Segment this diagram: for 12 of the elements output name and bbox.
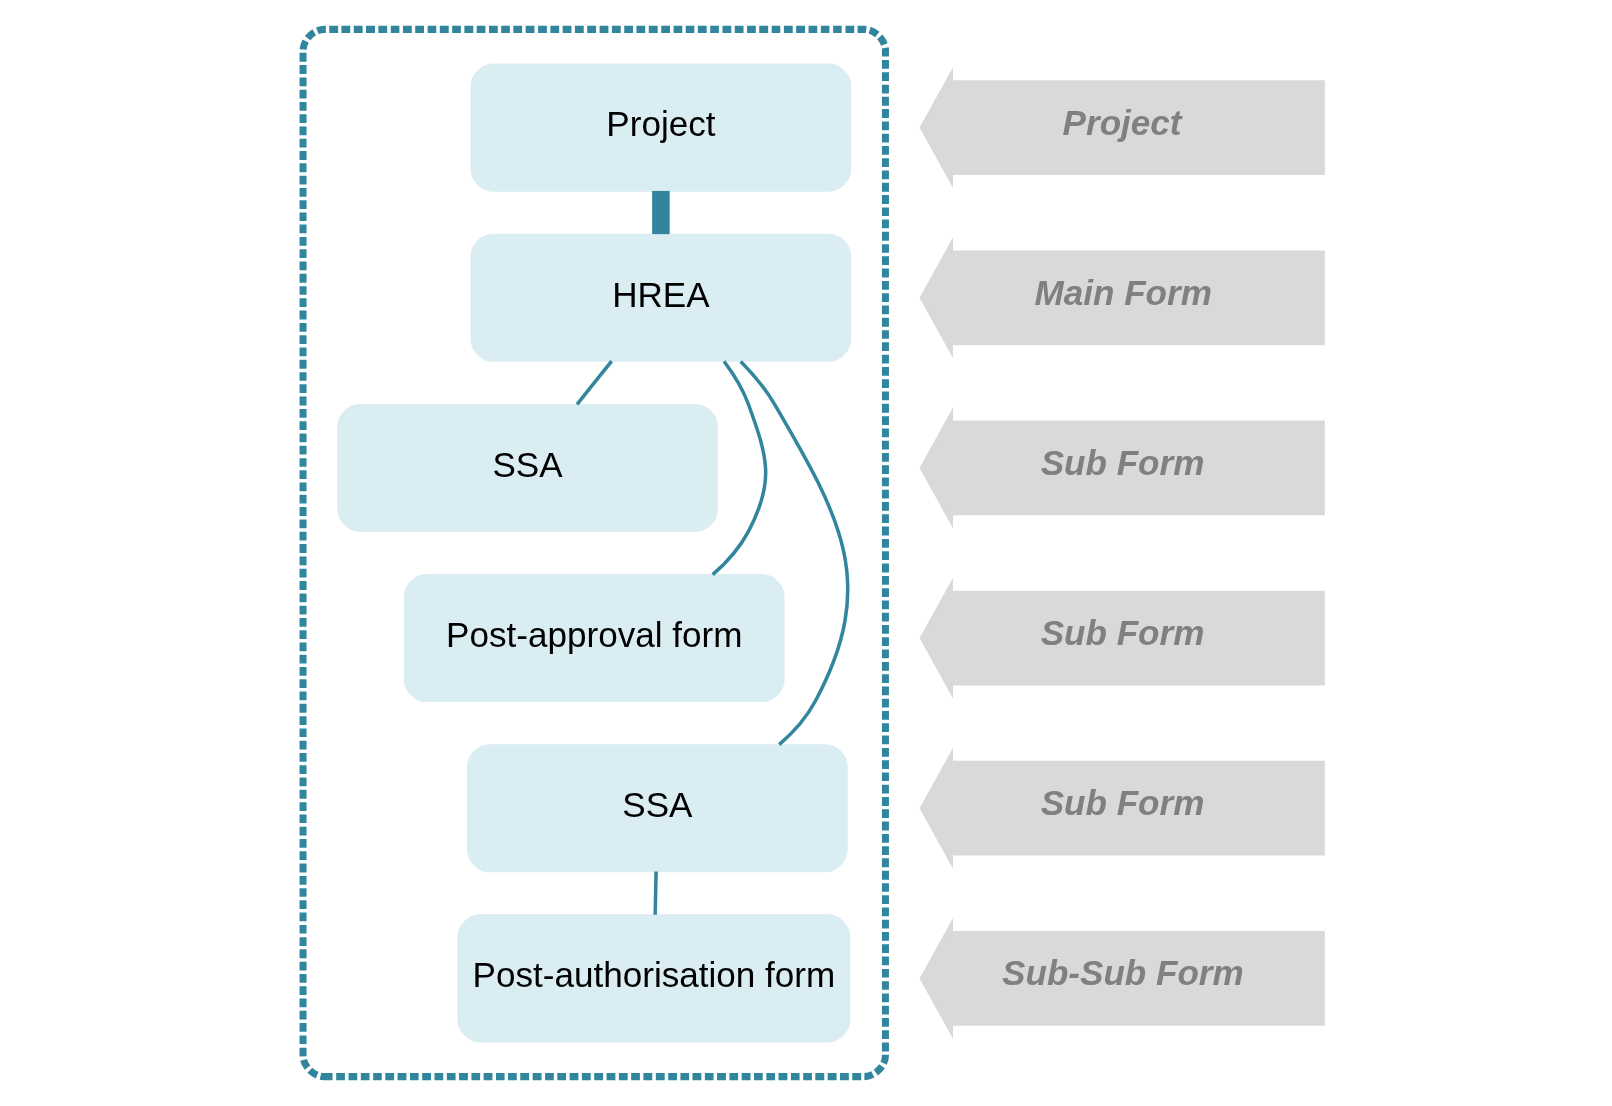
node-box: Project — [470, 63, 851, 192]
node-box: Post-authorisation form — [456, 914, 850, 1043]
node-box: HREA — [470, 233, 851, 362]
connector — [651, 190, 670, 235]
connector — [711, 360, 767, 576]
cluster — [299, 25, 889, 1081]
node-box: Post-approval form — [403, 574, 785, 703]
node-box: SSA — [466, 744, 848, 873]
node-box: SSA — [336, 403, 718, 532]
connector — [652, 871, 658, 915]
connector — [738, 360, 849, 746]
connector — [575, 360, 613, 406]
